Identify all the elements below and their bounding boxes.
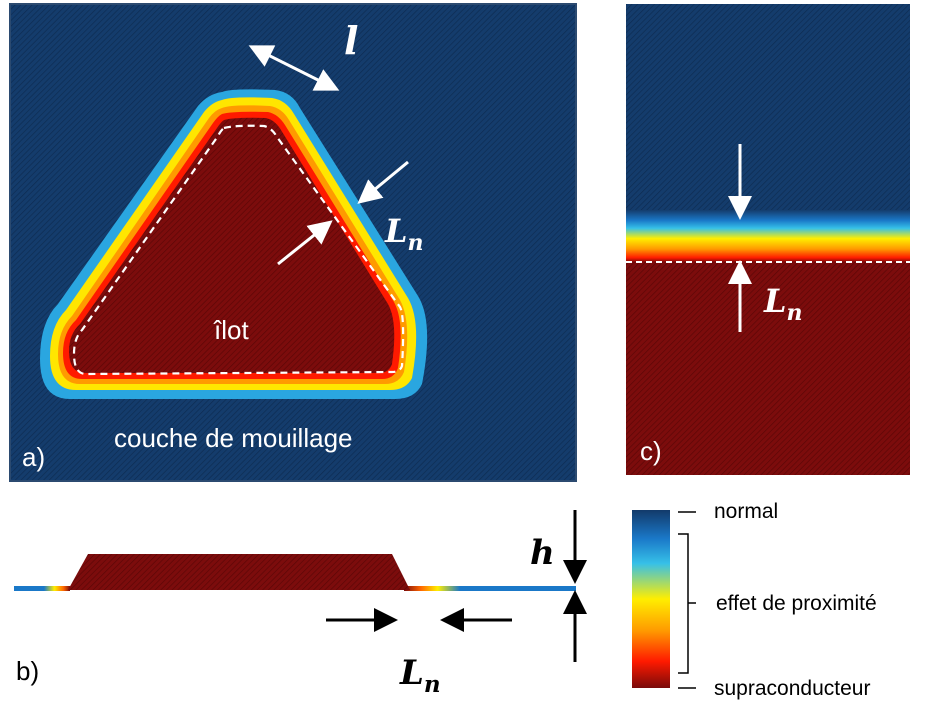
length-arrow (248, 45, 340, 91)
superconductor-region (626, 262, 910, 475)
proximity-length-label: Ln (399, 653, 441, 698)
superconductor-label: supraconducteur (714, 677, 870, 700)
colorbar-legend: normal effet de proximité supraconducteu… (620, 490, 931, 702)
length-symbol: l (344, 18, 358, 63)
panel-c: Ln c) (626, 4, 910, 475)
proximity-length-label: Ln (384, 212, 424, 256)
colorbar (632, 510, 670, 688)
height-symbol: h (530, 533, 555, 573)
normal-label: normal (714, 500, 778, 523)
proximity-label: effet de proximité (716, 592, 877, 615)
panel-a-tag: a) (22, 442, 45, 472)
island-shape (40, 89, 428, 399)
panel-a: l Ln îlot couche de mouillage a) (9, 3, 577, 482)
wetting-layer-edge-left (44, 586, 70, 591)
proximity-arrow-outer (357, 160, 409, 204)
proximity-length-label: Ln (763, 282, 803, 326)
proximity-bracket (678, 533, 696, 674)
wetting-layer-edge-right (404, 586, 460, 591)
island-boundary-dashed (72, 124, 405, 376)
normal-region (626, 4, 910, 214)
panel-b: h Ln b) (0, 490, 620, 702)
wetting-layer-line-right (460, 586, 576, 591)
panel-c-tag: c) (640, 436, 662, 466)
wetting-layer-line-left (14, 586, 44, 591)
proximity-arrow-inner (277, 220, 333, 266)
wetting-layer-label: couche de mouillage (114, 423, 353, 453)
panel-b-tag: b) (16, 656, 39, 686)
island-profile (68, 554, 410, 590)
proximity-gradient-band (626, 210, 910, 262)
island-label: îlot (213, 315, 249, 345)
